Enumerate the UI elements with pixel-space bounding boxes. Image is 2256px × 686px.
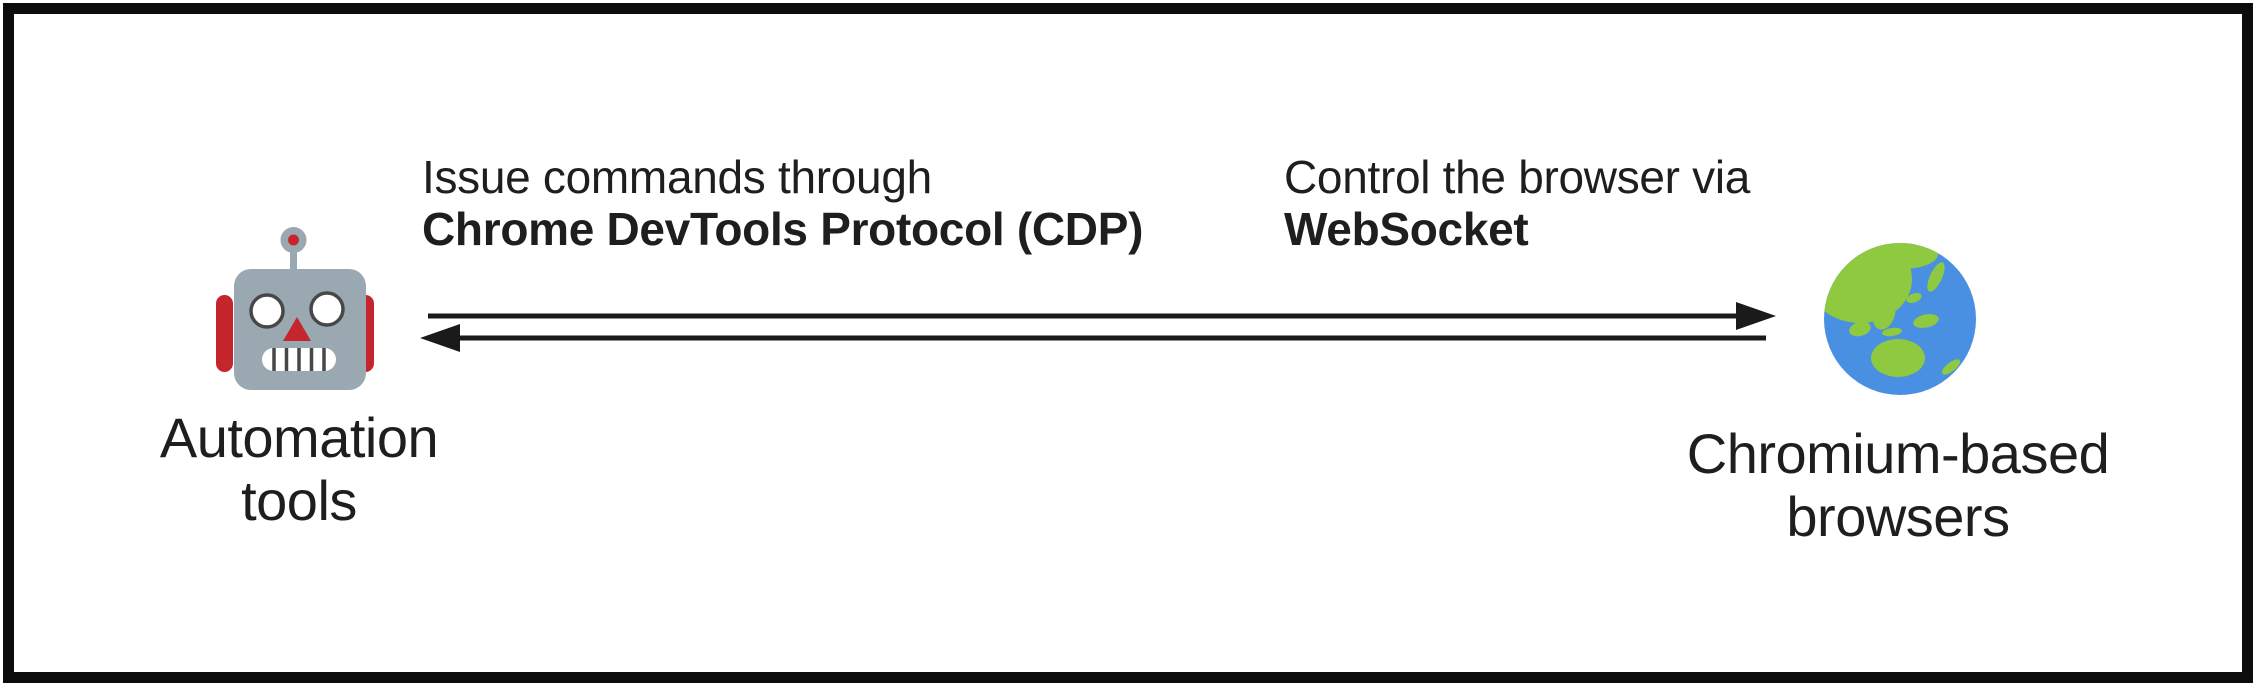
left-node-label: Automation tools: [99, 406, 499, 532]
right-node-label-line1: Chromium-based: [1686, 422, 2110, 485]
websocket-annotation-line1: Control the browser via: [1284, 151, 1751, 203]
websocket-annotation: Control the browser via WebSocket: [1284, 151, 1750, 255]
cdp-annotation-line1: Issue commands through: [422, 151, 932, 203]
left-node-label-line1: Automation: [159, 406, 439, 469]
robot-icon: [216, 227, 374, 390]
arrow-right-head-icon: [1736, 302, 1776, 330]
left-node-label-line2: tools: [241, 469, 357, 532]
right-node-label-line2: browsers: [1786, 485, 2010, 548]
globe-icon: [1824, 243, 1976, 395]
right-node-label: Chromium-based browsers: [1648, 422, 2148, 548]
robot-mouth: [262, 348, 336, 371]
arrow-right: [428, 302, 1776, 330]
robot-red-details: [283, 234, 311, 341]
cdp-annotation-line2: Chrome DevTools Protocol (CDP): [422, 203, 1144, 255]
cdp-annotation: Issue commands through Chrome DevTools P…: [422, 151, 1143, 255]
robot-eyes: [249, 291, 345, 329]
arrow-left: [420, 324, 1766, 352]
arrow-left-head-icon: [420, 324, 460, 352]
websocket-annotation-line2: WebSocket: [1284, 203, 1529, 255]
